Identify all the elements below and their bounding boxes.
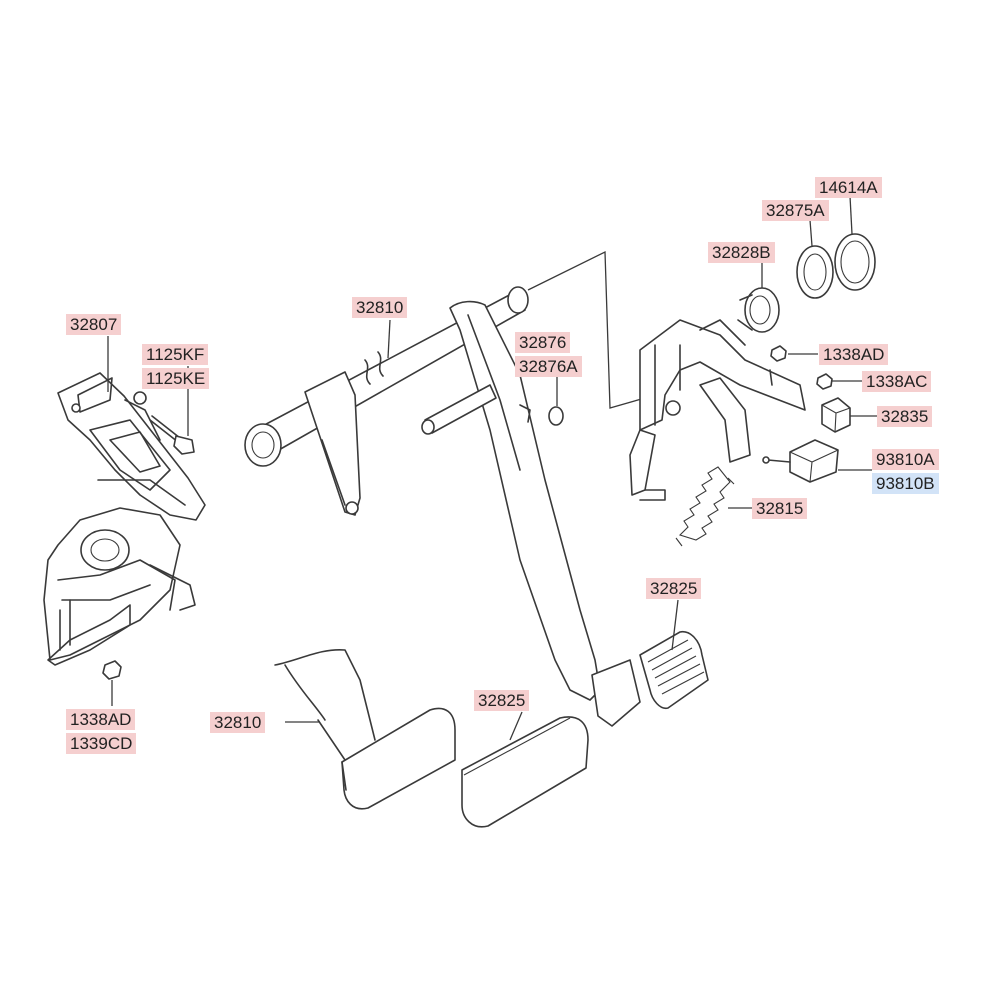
part-label-1125ke[interactable]: 1125KE: [142, 368, 210, 389]
part-label-93810b[interactable]: 93810B: [872, 473, 939, 494]
part-label-32828b[interactable]: 32828B: [708, 242, 775, 263]
mounting-bracket: [43, 372, 206, 666]
pedal-arm-lower: [274, 649, 456, 810]
bushing-32828b: [737, 287, 780, 333]
part-label-32825-right[interactable]: 32825: [646, 578, 702, 599]
part-label-32825-center[interactable]: 32825: [474, 690, 530, 711]
washer-32875a: [796, 245, 834, 299]
part-label-32876a[interactable]: 32876A: [515, 356, 582, 377]
part-label-1338ad-left[interactable]: 1338AD: [66, 709, 136, 730]
part-label-32875a[interactable]: 32875A: [762, 200, 829, 221]
part-label-32807[interactable]: 32807: [66, 314, 122, 335]
part-label-93810a[interactable]: 93810A: [872, 449, 939, 470]
part-label-1339cd[interactable]: 1339CD: [66, 733, 137, 754]
brake-pedal-pad: [591, 659, 641, 727]
part-label-32815[interactable]: 32815: [752, 498, 808, 519]
pedal-pad-ribbed: [639, 630, 709, 710]
nut-1338ad-right: [770, 345, 787, 362]
part-label-14614a[interactable]: 14614A: [815, 177, 882, 198]
right-bracket: [629, 319, 806, 501]
stopper-32835: [821, 397, 851, 433]
stop-lamp-switch: [762, 439, 839, 483]
part-label-1338ac[interactable]: 1338AC: [862, 371, 932, 392]
part-label-1338ad-right[interactable]: 1338AD: [819, 344, 889, 365]
pedal-shaft: [244, 286, 601, 701]
return-spring: [675, 466, 735, 547]
clip-14614a: [834, 233, 876, 291]
part-label-32876[interactable]: 32876: [515, 332, 571, 353]
part-label-32810-bottom[interactable]: 32810: [210, 712, 266, 733]
part-label-32810-top[interactable]: 32810: [352, 297, 408, 318]
part-label-32835[interactable]: 32835: [877, 406, 933, 427]
leader-lines: [107, 195, 880, 741]
pedal-pad-center: [461, 716, 589, 828]
reference-line: [527, 250, 646, 409]
nut-1338ad-left: [102, 660, 122, 680]
nut-1338ac: [816, 373, 833, 390]
part-label-1125kf[interactable]: 1125KF: [142, 344, 209, 365]
bolt-1125: [149, 415, 195, 455]
